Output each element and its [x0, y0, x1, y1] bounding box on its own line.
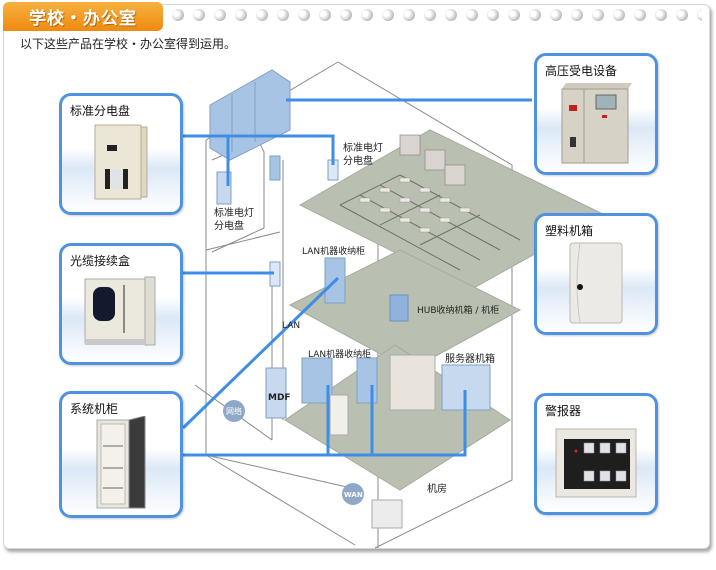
decorative-dot [487, 9, 499, 21]
storage-rack [389, 354, 436, 411]
product-card-alarm-panel[interactable]: 警报器 [534, 393, 658, 515]
desk-units [359, 177, 471, 233]
product-label: 高压受电设备 [545, 64, 618, 78]
panel-middle [269, 155, 281, 181]
wan-node [342, 483, 364, 505]
ups-unit [329, 394, 349, 436]
distribution-panel-icon [62, 120, 180, 206]
decorative-dot [676, 9, 688, 21]
product-label: 光缆接续盒 [70, 254, 131, 268]
product-label: 标准分电盘 [70, 104, 131, 118]
decorative-dot [319, 9, 331, 21]
hub-cabinet-diagram [389, 294, 409, 322]
decorative-dot [214, 9, 226, 21]
decorative-dot [697, 9, 702, 21]
decorative-dot [172, 9, 184, 21]
link-lan [181, 276, 340, 430]
decorative-dot [382, 9, 394, 21]
decorative-dot [340, 9, 352, 21]
decorative-dot [193, 9, 205, 21]
fiber-splice-box-icon [62, 270, 180, 356]
decorative-dot [235, 9, 247, 21]
plastic-enclosure-icon [537, 240, 655, 326]
decorative-dot [403, 9, 415, 21]
product-label: 塑料机箱 [545, 224, 594, 238]
desk-grid [339, 174, 521, 271]
decorative-dot [361, 9, 373, 21]
label-wan: WAN [344, 491, 363, 499]
decorative-dot [613, 9, 625, 21]
label-lighting-panel-upper: 标准电灯 分电盘 [343, 143, 383, 167]
decorative-dot [256, 9, 268, 21]
label-lan-rack-upper: LAN机器收纳柜 [302, 247, 366, 257]
mdf-diagram [265, 367, 287, 419]
wan-device [371, 499, 403, 529]
product-label: 警报器 [545, 404, 582, 418]
system-cabinet-icon [62, 415, 180, 509]
product-card-plastic-enclosure[interactable]: 塑料机箱 [534, 213, 658, 335]
product-card-fiber-splice-box[interactable]: 光缆接续盒 [59, 243, 183, 365]
decorative-dot [445, 9, 457, 21]
substation-icon [537, 80, 655, 166]
network-node [223, 400, 245, 422]
product-link-lines [181, 98, 532, 457]
decorative-dot [508, 9, 520, 21]
decorative-dot [634, 9, 646, 21]
product-card-system-cabinet[interactable]: 系统机柜 [59, 391, 183, 518]
label-machine-room: 机房 [427, 484, 447, 495]
decorative-dot [298, 9, 310, 21]
label-mdf: MDF [268, 393, 291, 403]
alarm-panel-icon [537, 420, 655, 506]
product-label: 系统机柜 [70, 402, 119, 416]
decorative-dot [277, 9, 289, 21]
decorative-dot [592, 9, 604, 21]
label-network: 网络 [226, 407, 242, 416]
label-server-cabinet: 服务器机箱 [445, 354, 495, 365]
label-hub-cabinet: HUB收纳机箱 / 机柜 [417, 306, 500, 316]
page-title: 学校・办公室 [3, 2, 163, 31]
product-card-high-voltage-substation[interactable]: 高压受电设备 [534, 53, 658, 175]
label-lan: LAN [282, 321, 301, 331]
lan-rack-lower-2 [356, 357, 378, 404]
link-system-cabinet [183, 390, 467, 457]
label-lan-rack-lower: LAN机器收纳柜 [308, 350, 372, 360]
decorative-dot [466, 9, 478, 21]
decorative-dot [424, 9, 436, 21]
monitors [399, 134, 466, 186]
product-card-standard-distribution-panel[interactable]: 标准分电盘 [59, 93, 183, 215]
label-lighting-panel-lower: 标准电灯 分电盘 [214, 208, 254, 232]
decorative-dot [529, 9, 541, 21]
substation-equipment [209, 69, 291, 161]
decorative-dot [655, 9, 667, 21]
decorative-dot [571, 9, 583, 21]
decorative-dots [172, 9, 702, 21]
decorative-dot [550, 9, 562, 21]
intro-text: 以下这些产品在学校・办公室得到运用。 [20, 37, 237, 51]
